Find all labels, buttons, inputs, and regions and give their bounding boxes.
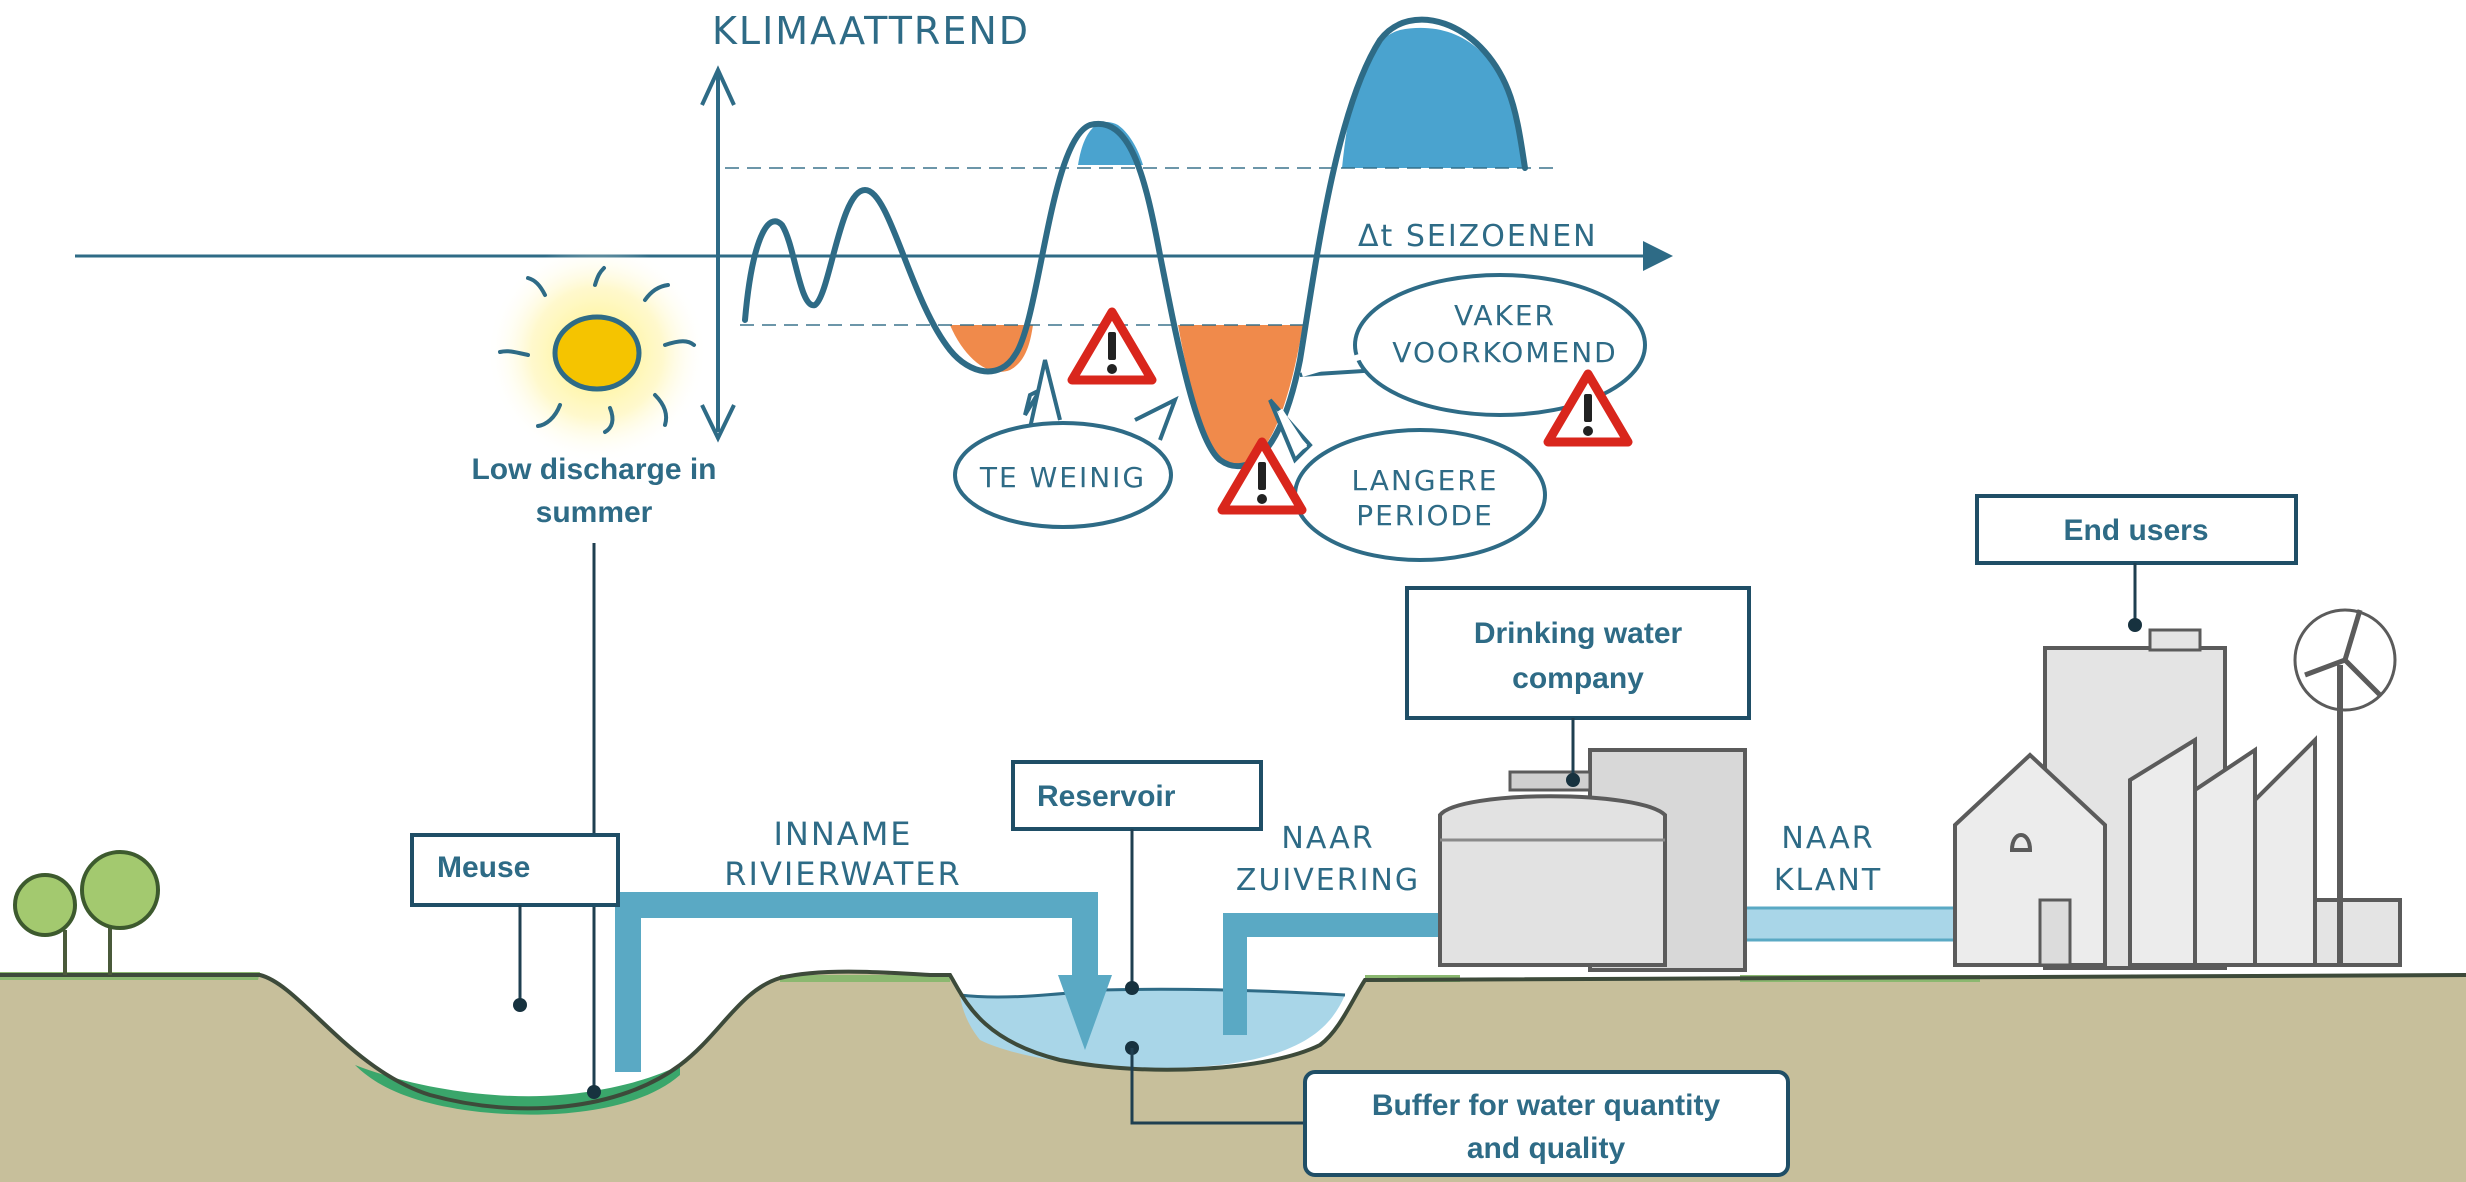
house-icon — [1953, 752, 2107, 967]
callout-end-users: End users — [1975, 494, 2298, 632]
bubble-longer-period-line1: LANGERE — [1352, 464, 1499, 497]
meuse-label: Meuse — [437, 851, 530, 884]
reservoir-water — [960, 989, 1345, 1069]
bubble-longer-period-line2: PERIODE — [1356, 499, 1494, 532]
value-axis-arrow-up — [700, 65, 736, 106]
callout-low-discharge: Low discharge in summer — [471, 453, 717, 1099]
climate-trend-chart: KLIMAATTREND Δt SEIZOENEN — [75, 9, 1673, 470]
flow-to-treatment-line2: ZUIVERING — [1236, 863, 1420, 898]
drinking-line1: Drinking water — [1474, 617, 1683, 650]
warning-icon — [1072, 312, 1152, 380]
sun-icon — [487, 243, 707, 463]
bubble-too-little: TE WEINIG — [953, 359, 1179, 529]
callout-reservoir: Reservoir — [1011, 760, 1263, 995]
flow-to-treatment-line1: NAAR — [1281, 821, 1374, 856]
low-discharge-line2: summer — [536, 496, 653, 529]
value-axis-arrow-down — [700, 404, 736, 443]
flow-intake-line1: INNAME — [773, 815, 912, 853]
callout-meuse: Meuse — [410, 833, 620, 1012]
water-tank-icon — [1438, 748, 1747, 972]
callout-drinking-water-company: Drinking water company — [1405, 586, 1751, 787]
wind-turbine-icon — [2293, 608, 2397, 965]
flow-to-customer-line1: NAAR — [1781, 821, 1874, 856]
bubble-too-little-text: TE WEINIG — [979, 461, 1146, 494]
flow-intake-line2: RIVIERWATER — [724, 855, 961, 893]
buffer-line1: Buffer for water quantity — [1372, 1089, 1721, 1122]
callout-buffer: Buffer for water quantity and quality — [1125, 1041, 1790, 1177]
intake-pipe — [615, 892, 1112, 1072]
deficit-trough-2 — [1178, 325, 1303, 466]
chart-title: KLIMAATTREND — [712, 9, 1030, 53]
drinking-line2: company — [1512, 662, 1644, 695]
landscape — [0, 969, 2466, 1182]
bubble-more-frequent-line1: VAKER — [1454, 299, 1556, 332]
tree-icon — [13, 850, 160, 975]
time-axis-label: Δt SEIZOENEN — [1358, 219, 1598, 254]
bubble-more-frequent: VAKER VOORKOMEND — [1299, 273, 1647, 417]
end-users-label: End users — [2063, 514, 2208, 547]
flow-to-customer-line2: KLANT — [1774, 863, 1882, 898]
surplus-peak-1 — [1078, 121, 1143, 165]
bubble-more-frequent-line2: VOORKOMEND — [1392, 336, 1617, 369]
surplus-peak-2 — [1342, 27, 1525, 168]
ground — [0, 971, 2466, 1182]
low-discharge-line1: Low discharge in — [471, 453, 716, 486]
trend-wave — [742, 16, 1528, 470]
reservoir-label: Reservoir — [1037, 780, 1176, 813]
bubble-longer-period: LANGERE PERIODE — [1268, 398, 1547, 562]
buffer-line2: and quality — [1467, 1132, 1626, 1165]
